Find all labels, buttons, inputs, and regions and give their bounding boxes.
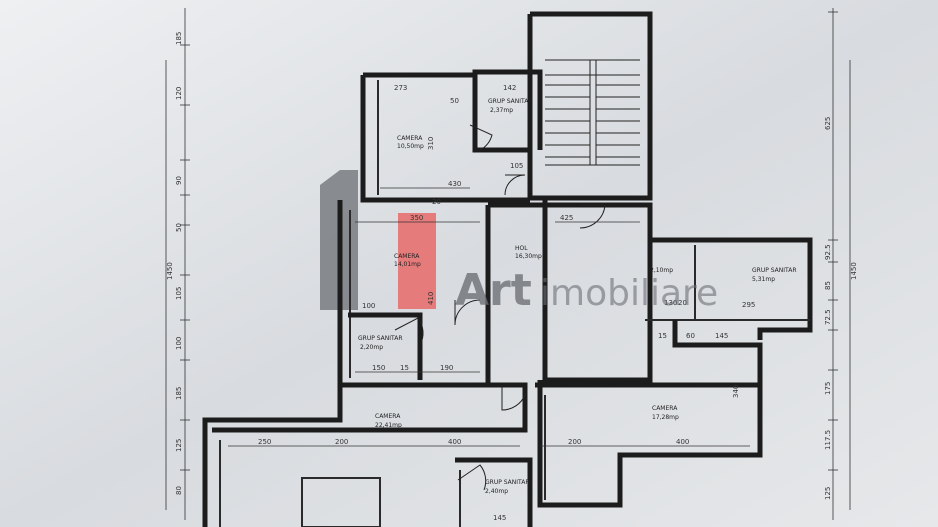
dim-misc-1: 273 bbox=[394, 84, 407, 92]
dim-misc-4: 20 bbox=[432, 198, 441, 206]
watermark-accent-block bbox=[398, 213, 436, 309]
dim-small-room: 130 bbox=[664, 299, 677, 307]
room-name-grup-sanitar-bottom: GRUP SANITAR bbox=[485, 479, 530, 486]
dim-misc-9: 20 bbox=[678, 299, 687, 307]
dim-left-total: 1450 bbox=[166, 262, 174, 280]
dim-grup-sanitar-top: 142 bbox=[503, 84, 516, 92]
dim-camera-top-width: 430 bbox=[448, 180, 461, 188]
dim-left-tick-7: 185 bbox=[175, 387, 183, 400]
room-name-camera-top: CAMERA bbox=[397, 135, 423, 142]
dim-left-tick-2: 120 bbox=[175, 87, 183, 100]
room-area-hol: 16,30mp bbox=[515, 253, 542, 260]
room-name-grup-sanitar-top: GRUP SANITAR bbox=[488, 98, 533, 105]
dim-right-tick-4: 72.5 bbox=[824, 309, 832, 325]
dim-camera-bottom-left-b: 200 bbox=[335, 438, 348, 446]
staircase bbox=[545, 59, 640, 166]
dim-left-tick-6: 100 bbox=[175, 337, 183, 350]
dim-right-tick-5: 175 bbox=[824, 382, 832, 395]
dim-left-tick-3: 90 bbox=[175, 176, 183, 185]
dim-hol-width: 425 bbox=[560, 214, 573, 222]
dim-right-tick-1: 625 bbox=[824, 117, 832, 130]
room-name-camera-bottom-left: CAMERA bbox=[375, 413, 401, 420]
dim-left-tick-1: 185 bbox=[175, 32, 183, 45]
room-name-hol: HOL bbox=[515, 245, 528, 252]
room-name-camera-mid: CAMERA bbox=[394, 253, 420, 260]
dim-left-tick-5: 105 bbox=[175, 287, 183, 300]
left-dimension-line bbox=[165, 8, 190, 520]
interior-dimension-lines bbox=[228, 187, 750, 447]
dim-misc-7: 145 bbox=[715, 332, 728, 340]
dim-right-tick-2: 92.5 bbox=[824, 244, 832, 260]
watermark-brand-suffix: imobiliare bbox=[540, 273, 718, 314]
room-area-camera-bottom-left: 22,41mp bbox=[375, 422, 402, 429]
dim-camera-bottom-left-a: 250 bbox=[258, 438, 271, 446]
dim-camera-mid-height: 410 bbox=[427, 292, 435, 305]
dim-right-tick-3: 85 bbox=[824, 281, 832, 290]
room-area-camera-bottom-right: 17,28mp bbox=[652, 414, 679, 421]
room-area-grup-sanitar-mid: 2,20mp bbox=[360, 344, 383, 351]
dim-grup-sanitar-mid-c: 190 bbox=[440, 364, 453, 372]
dim-grup-sanitar-right: 295 bbox=[742, 301, 755, 309]
dim-misc-3: 105 bbox=[510, 162, 523, 170]
dim-left-tick-8: 125 bbox=[175, 439, 183, 452]
dim-misc-6: 60 bbox=[686, 332, 695, 340]
dim-camera-bottom-right-a: 200 bbox=[568, 438, 581, 446]
walls bbox=[202, 11, 813, 527]
dim-misc-8: 15 bbox=[658, 332, 667, 340]
dim-camera-mid-width: 350 bbox=[410, 214, 423, 222]
dim-right-tick-6: 117.5 bbox=[824, 430, 832, 450]
right-dimension-line bbox=[828, 8, 851, 520]
dim-right-total: 1450 bbox=[850, 262, 858, 280]
dim-camera-bottom-left-c: 400 bbox=[448, 438, 461, 446]
dim-right-tick-7: 125 bbox=[824, 487, 832, 500]
dim-misc-5: 100 bbox=[362, 302, 375, 310]
room-area-grup-sanitar-top: 2,37mp bbox=[490, 107, 513, 114]
dim-left-tick-4: 50 bbox=[175, 223, 183, 232]
dim-camera-top-height: 310 bbox=[427, 137, 435, 150]
room-area-grup-sanitar-bottom: 2,40mp bbox=[485, 488, 508, 495]
doors bbox=[394, 124, 606, 491]
room-area-small: 2,10mp bbox=[650, 267, 673, 274]
dim-camera-bottom-right-h: 340 bbox=[732, 385, 740, 398]
room-area-camera-top: 10,50mp bbox=[397, 143, 424, 150]
dim-grup-sanitar-mid-b: 15 bbox=[400, 364, 409, 372]
room-name-grup-sanitar-mid: GRUP SANITAR bbox=[358, 335, 403, 342]
dim-misc-2: 50 bbox=[450, 97, 459, 105]
room-name-camera-bottom-right: CAMERA bbox=[652, 405, 678, 412]
room-name-grup-sanitar-right: GRUP SANITAR bbox=[752, 267, 797, 274]
dim-left-tick-9: 80 bbox=[175, 486, 183, 495]
room-area-grup-sanitar-right: 5,31mp bbox=[752, 276, 775, 283]
watermark-brand: Art bbox=[455, 265, 532, 316]
room-area-camera-mid: 14,01mp bbox=[394, 261, 421, 268]
dim-camera-bottom-right-b: 400 bbox=[676, 438, 689, 446]
dim-grup-sanitar-bottom: 145 bbox=[493, 514, 506, 522]
dim-grup-sanitar-mid-a: 150 bbox=[372, 364, 385, 372]
